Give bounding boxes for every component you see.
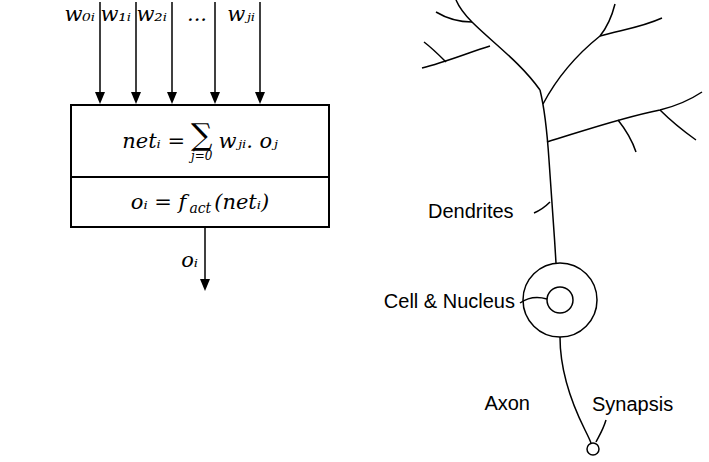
formula-text: oᵢ = f — [131, 190, 187, 214]
dendrite — [660, 110, 696, 140]
ellipsis: ... — [187, 2, 207, 26]
part-label: Dendrites — [428, 200, 514, 223]
arrowhead — [95, 92, 105, 104]
synapse — [587, 443, 599, 455]
formula: oᵢ = fact(netᵢ) — [128, 190, 272, 214]
part-label: Cell & Nucleus — [384, 290, 515, 313]
weight-label: wⱼᵢ — [227, 2, 255, 26]
formula-text: (netᵢ) — [214, 190, 269, 214]
formula-text: netᵢ = — [122, 129, 185, 153]
dendrite — [456, 0, 540, 90]
formula-text: j=0 — [191, 150, 212, 163]
formula-text: ∑ — [191, 120, 212, 150]
dendrite — [618, 120, 636, 152]
output-arrow — [204, 228, 206, 280]
part-label: Synapsis — [592, 393, 673, 416]
formula-text: wⱼᵢ. oⱼ — [219, 129, 278, 153]
arrowhead — [210, 92, 220, 104]
weight-label: w₁ᵢ — [100, 2, 131, 26]
formula-part: (netᵢ) — [214, 190, 269, 214]
dendrite — [547, 92, 702, 142]
arrowhead — [200, 279, 210, 291]
part-label: Axon — [484, 392, 530, 415]
formula-part: wⱼᵢ. oⱼ — [219, 129, 278, 153]
formula-part: oᵢ = f — [131, 190, 187, 214]
activation-box: oᵢ = fact(netᵢ) — [70, 176, 330, 228]
formula-part: netᵢ = — [122, 129, 185, 153]
dendrite — [436, 12, 472, 22]
weight-label: w₀ᵢ — [64, 2, 95, 26]
dendrite — [543, 4, 615, 104]
input-arrow — [214, 2, 216, 93]
dendrite-trunk — [540, 90, 556, 263]
leader-line — [520, 298, 547, 303]
arrowhead — [167, 92, 177, 104]
nucleus — [547, 287, 573, 313]
input-arrow — [259, 2, 261, 93]
dendrite — [424, 42, 446, 62]
leader-line — [596, 420, 606, 442]
input-arrow — [171, 2, 173, 93]
formula: netᵢ =∑j=0wⱼᵢ. oⱼ — [119, 120, 281, 163]
formula-part: ∑j=0 — [191, 120, 212, 163]
formula-part: act — [189, 194, 211, 210]
dendrite — [600, 18, 662, 36]
arrowhead — [131, 92, 141, 104]
weight-label: w₂ᵢ — [136, 2, 167, 26]
leader-line — [534, 202, 550, 213]
formula-text: act — [189, 200, 211, 216]
sum-box: netᵢ =∑j=0wⱼᵢ. oⱼ — [70, 104, 330, 178]
cell-body — [523, 263, 597, 337]
output-label: oᵢ — [181, 248, 198, 272]
arrowhead — [255, 92, 265, 104]
axon — [560, 337, 591, 443]
